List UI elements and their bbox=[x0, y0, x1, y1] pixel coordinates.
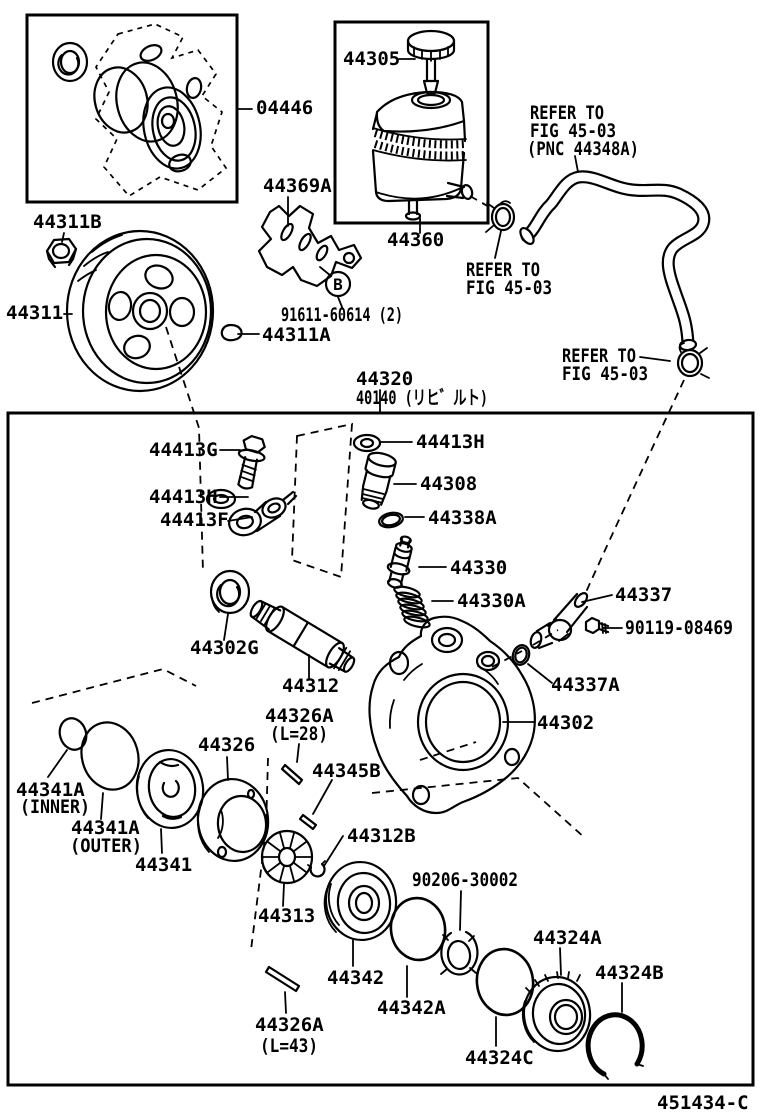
front-housing-44302 bbox=[368, 615, 536, 815]
label-pin28-number: 44326A bbox=[265, 705, 334, 727]
oring-44342a bbox=[389, 896, 447, 962]
label-oring-342a: 44342A bbox=[377, 997, 446, 1019]
plate-44341 bbox=[135, 749, 205, 829]
seal-kit-box bbox=[25, 13, 239, 204]
label-flow-control-valve: 44330 bbox=[450, 557, 507, 579]
note-refer-res-1: REFER TO bbox=[466, 259, 540, 281]
label-oring-outer-pos: (OUTER) bbox=[70, 835, 142, 857]
label-valve-spring: 44330A bbox=[457, 590, 526, 612]
label-drive-shaft: 44312 bbox=[282, 675, 339, 697]
rear-plate-44342 bbox=[323, 860, 398, 942]
label-gasket-right: 44413H bbox=[416, 431, 485, 453]
label-rotor: 44313 bbox=[258, 905, 315, 927]
label-oring-337a: 44337A bbox=[551, 674, 620, 696]
label-marker-b: B bbox=[333, 275, 343, 294]
flow-control-valve-44330 bbox=[386, 535, 413, 589]
label-pump-reman: 40140 (リヒ゛ルト) bbox=[356, 387, 488, 409]
label-oring-inner-pos: (INNER) bbox=[20, 796, 90, 818]
label-pin43-length: (L=43) bbox=[260, 1035, 318, 1057]
gasket-44413h-left bbox=[205, 488, 237, 510]
front-bearing-44302g bbox=[209, 569, 251, 615]
snapring-90206 bbox=[440, 930, 479, 976]
pin-44345b bbox=[298, 813, 318, 831]
label-pulley-key: 44311A bbox=[262, 324, 331, 346]
label-pin43-number: 44326A bbox=[255, 1014, 324, 1036]
seal-kit-parts bbox=[51, 23, 228, 198]
note-refer-hose-2: FIG 45-03 bbox=[562, 363, 648, 385]
note-refer-res-2: FIG 45-03 bbox=[466, 277, 552, 299]
gasket-44413h-right bbox=[352, 433, 382, 453]
reservoir-box bbox=[333, 20, 490, 225]
reservoir-body bbox=[371, 90, 474, 221]
note-refer-pnc-1: REFER TO bbox=[530, 102, 604, 124]
label-oring-outer-number: 44341A bbox=[71, 817, 140, 839]
label-cam-ring: 44326 bbox=[198, 734, 255, 756]
pin-l43 bbox=[264, 965, 301, 993]
note-refer-hose-1: REFER TO bbox=[562, 345, 636, 367]
label-shaft-snap-ring: 44312B bbox=[347, 825, 416, 847]
rotor-44313 bbox=[260, 829, 314, 885]
label-link-f: 44413F bbox=[160, 509, 229, 531]
pulley-set-nut bbox=[45, 237, 78, 269]
label-union-337: 44337 bbox=[615, 584, 672, 606]
bolt-44413g bbox=[237, 434, 266, 490]
label-snap-ring-90206: 90206-30002 bbox=[412, 869, 518, 891]
label-oring-324c: 44324C bbox=[465, 1047, 534, 1069]
label-bracket-bolt: 91611-60614 (2) bbox=[281, 304, 403, 326]
note-refer-pnc-2: FIG 45-03 bbox=[530, 120, 616, 142]
union-44337 bbox=[529, 592, 589, 650]
label-reservoir: 44360 bbox=[387, 229, 444, 251]
oring-44324c bbox=[475, 947, 535, 1017]
return-hose bbox=[519, 170, 711, 352]
label-pump-assy: 44320 bbox=[356, 368, 413, 390]
label-gasket-left: 44413H bbox=[149, 486, 218, 508]
label-bracket: 44369A bbox=[263, 175, 332, 197]
label-union-bolt: 90119-08469 bbox=[625, 617, 733, 639]
oring-inner bbox=[58, 717, 88, 751]
union-bolt-90119 bbox=[584, 616, 610, 635]
pump-bracket bbox=[257, 204, 363, 288]
rear-housing-44324a bbox=[521, 971, 592, 1053]
cam-ring-44326 bbox=[196, 777, 270, 863]
drive-shaft-44312 bbox=[249, 599, 356, 673]
label-pulley-set-nut: 44311B bbox=[33, 211, 102, 233]
snapring-44324b bbox=[585, 1012, 645, 1080]
label-cap: 44305 bbox=[343, 48, 400, 70]
snapring-44312b bbox=[307, 860, 326, 878]
label-pulley: 44311 bbox=[6, 302, 63, 324]
note-refer-pnc-3: (PNC 44348A) bbox=[527, 138, 639, 160]
label-rear-housing: 44324A bbox=[533, 927, 602, 949]
reservoir-cap bbox=[406, 29, 456, 95]
hose-clamp-left bbox=[485, 200, 516, 233]
label-oring-inner-number: 44341A bbox=[16, 779, 85, 801]
label-plate: 44341 bbox=[135, 854, 192, 876]
pulley-key bbox=[220, 323, 243, 342]
oring-outer bbox=[80, 721, 140, 791]
link-44413f bbox=[228, 490, 298, 537]
label-suction-union: 44308 bbox=[420, 473, 477, 495]
label-bolt-g: 44413G bbox=[149, 439, 218, 461]
valve-spring-44330a bbox=[393, 585, 431, 629]
oring-44337a bbox=[511, 644, 531, 666]
figure-code: 451434-C bbox=[657, 1092, 749, 1112]
suction-union-44308 bbox=[360, 451, 397, 510]
label-rear-plate: 44342 bbox=[327, 967, 384, 989]
pump-assembly-box bbox=[6, 411, 755, 1087]
hose-clamp-right bbox=[676, 342, 710, 379]
label-front-housing: 44302 bbox=[537, 712, 594, 734]
label-pin-345b: 44345B bbox=[312, 760, 381, 782]
label-pin28-length: (L=28) bbox=[270, 723, 328, 745]
label-oring-suction: 44338A bbox=[428, 507, 497, 529]
leader-lines bbox=[47, 58, 671, 1047]
label-front-bearing: 44302G bbox=[190, 637, 259, 659]
pulley bbox=[65, 229, 215, 393]
pin-l28 bbox=[280, 763, 304, 786]
marker-b-circle bbox=[324, 270, 352, 298]
label-snap-ring-324b: 44324B bbox=[595, 962, 664, 984]
label-seal-kit: 04446 bbox=[256, 97, 313, 119]
oring-44338a bbox=[378, 511, 404, 529]
